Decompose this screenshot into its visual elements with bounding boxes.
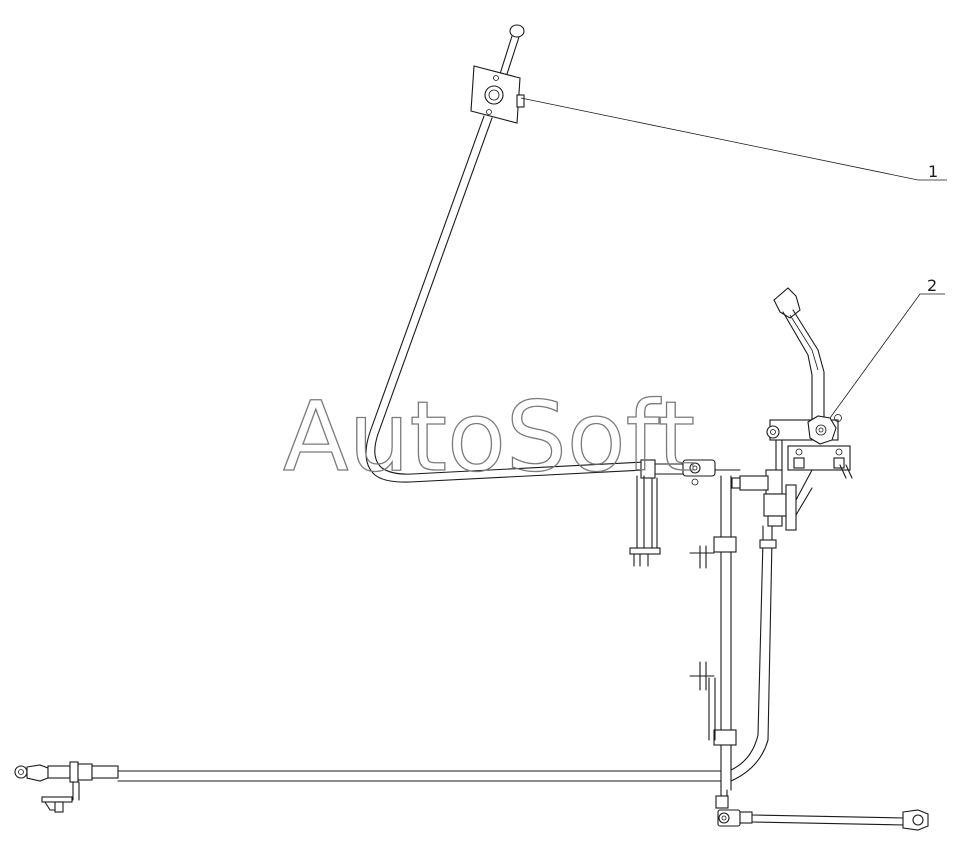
left-mount-bracket — [41, 796, 73, 803]
watermark: AutoSoft — [283, 381, 695, 493]
upper-rod-outer — [365, 115, 646, 483]
upper-lever-handle — [499, 35, 520, 75]
curved-cable-pipe — [730, 539, 773, 782]
callout-1-leader — [520, 97, 947, 181]
valve-hex-nut — [807, 415, 837, 445]
gear-lever-grip — [773, 287, 801, 319]
left-threaded-sleeve — [47, 765, 71, 779]
valve-mount-plate — [785, 484, 797, 531]
upper-pivot-nut — [484, 85, 504, 105]
callout-1: 1 — [520, 97, 947, 181]
left-clevis — [640, 459, 656, 479]
upper-pivot-bolt — [516, 94, 525, 108]
upper-rod-inner — [374, 117, 646, 475]
shaft-clamp-lower — [713, 729, 737, 746]
valve-lower-block — [763, 493, 787, 517]
central-linkage — [117, 459, 929, 831]
callout-2: 2 — [829, 276, 945, 419]
shaft-clamp-upper — [713, 536, 737, 553]
upper-lever-knob — [509, 24, 525, 38]
valve-pivot — [766, 425, 780, 439]
horizontal-rod — [117, 770, 722, 782]
gear-lever-shaft — [782, 309, 825, 421]
lower-left-bracket — [629, 547, 661, 555]
callout-2-label: 2 — [927, 276, 937, 295]
callout-2-leader — [829, 293, 945, 419]
left-end-fitting — [14, 761, 119, 813]
valve-side-port — [739, 475, 769, 491]
upper-lever-assembly — [365, 24, 646, 483]
gear-lever-assembly — [731, 287, 853, 549]
lower-joint-nut — [715, 795, 729, 809]
callout-1-label: 1 — [928, 162, 938, 181]
left-eye-end — [14, 765, 28, 779]
lower-link-rod — [751, 814, 906, 826]
